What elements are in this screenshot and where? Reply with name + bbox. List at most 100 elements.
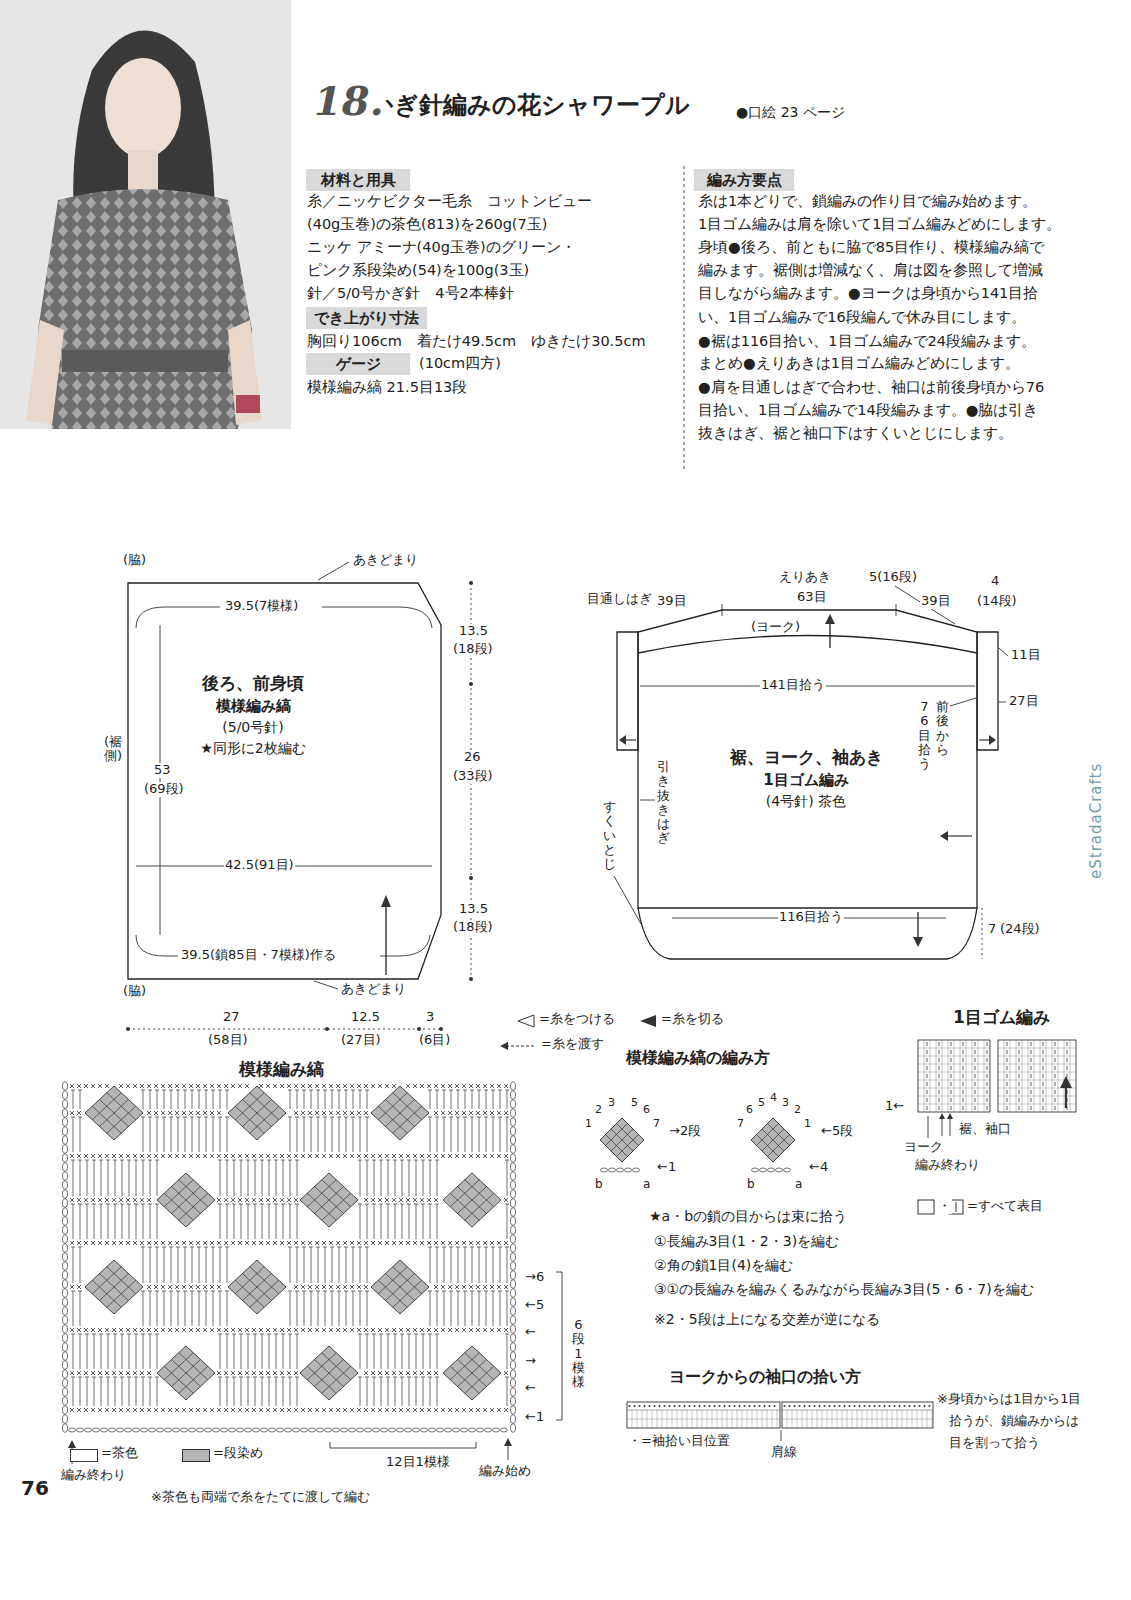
chart-mark [108,1377,109,1406]
chart-mark [217,1111,221,1115]
chart-mark [308,1111,312,1115]
chart-mark [332,1117,333,1152]
chart-mark [259,1371,263,1375]
chart-mark [505,1160,509,1161]
chart-mark [427,1084,431,1088]
chart-mark [120,1204,124,1205]
chart-mark [125,1428,132,1432]
chart-mark [469,1241,473,1245]
chart-mark [392,1154,396,1158]
chart-mark [504,1371,508,1375]
chart-mark [105,1154,109,1158]
chart-mark [112,1408,116,1412]
chart-mark [63,1307,68,1315]
chart-mark [73,1334,74,1369]
chart-mark [302,1291,306,1292]
drawn-g [63,1040,1077,1432]
chart-mark [476,1285,480,1289]
chart-mark [133,1241,137,1245]
chart-mark [297,1291,298,1326]
chart-mark [445,1428,452,1432]
chart-mark [399,1371,403,1375]
chart-mark [288,1291,292,1292]
chart-mark [511,1253,516,1261]
chart-mark [71,1160,75,1161]
chart-mark [231,1084,235,1088]
chart-mark [196,1408,200,1412]
chart-mark [213,1428,220,1432]
chart-mark [311,1117,312,1152]
chart-mark [63,1397,68,1405]
chart-mark [455,1111,459,1115]
chart-mark [371,1198,375,1202]
chart-mark [311,1291,312,1326]
chart-mark [238,1241,242,1245]
chart-mark [511,1352,516,1360]
chart-mark [148,1204,152,1205]
chart-mark [413,1198,417,1202]
chart-mark [511,1163,516,1171]
chart-mark [507,1090,508,1109]
chart-mark [1055,1074,1056,1078]
chart-mark [455,1084,459,1088]
chart-mark [98,1241,102,1245]
chart-mark [280,1408,284,1412]
chart-mark [185,1247,186,1283]
chart-mark [84,1154,88,1158]
chart-mark [476,1328,480,1332]
chart-mark [280,1408,284,1412]
chart-mark [157,1247,158,1283]
chart-mark [288,1160,292,1161]
chart-mark [308,1154,312,1158]
chart-mark [252,1241,256,1245]
drawn-line [781,1430,782,1441]
chart-mark [927,1050,928,1054]
chart-mark [364,1371,368,1375]
chart-mark [91,1084,95,1088]
chart-mark [126,1154,130,1158]
chart-mark [975,1042,976,1046]
chart-mark [491,1117,495,1118]
chart-mark [168,1084,172,1088]
chart-mark [336,1241,340,1245]
chart-mark [203,1084,207,1088]
chart-mark [175,1285,179,1289]
chart-mark [332,1090,333,1109]
chart-mark [918,1096,990,1097]
chart-mark [490,1084,494,1088]
chart-mark [133,1084,137,1088]
chart-mark [63,1136,68,1144]
chart-mark [112,1198,116,1202]
chart-mark [476,1154,480,1158]
chart-mark [157,1346,215,1400]
chart-mark [133,1198,137,1202]
chart-mark [511,1244,516,1252]
chart-mark [413,1328,417,1332]
chart-mark [196,1328,200,1332]
chart-mark [155,1204,159,1205]
chart-mark [504,1408,508,1412]
chart-mark [1031,1050,1032,1054]
chart-mark [210,1285,214,1289]
chart-mark [371,1154,375,1158]
chart-mark [119,1084,123,1088]
chart-mark [449,1090,453,1091]
chart-mark [266,1154,270,1158]
chart-mark [427,1154,431,1158]
chart-mark [472,1247,473,1283]
chart-mark [127,1204,131,1205]
chart-mark [269,1428,276,1432]
drawn-polygon [825,614,835,624]
chart-mark [505,1377,509,1378]
chart-mark [448,1285,452,1289]
chart-mark [297,1090,298,1109]
chart-mark [141,1090,145,1091]
chart-mark [297,1247,298,1283]
chart-mark [213,1090,214,1109]
chart-mark [493,1291,494,1326]
chart-mark [1031,1058,1032,1062]
chart-mark [511,1217,516,1225]
chart-mark [336,1084,340,1088]
chart-mark [942,1040,943,1112]
chart-mark [477,1117,481,1118]
